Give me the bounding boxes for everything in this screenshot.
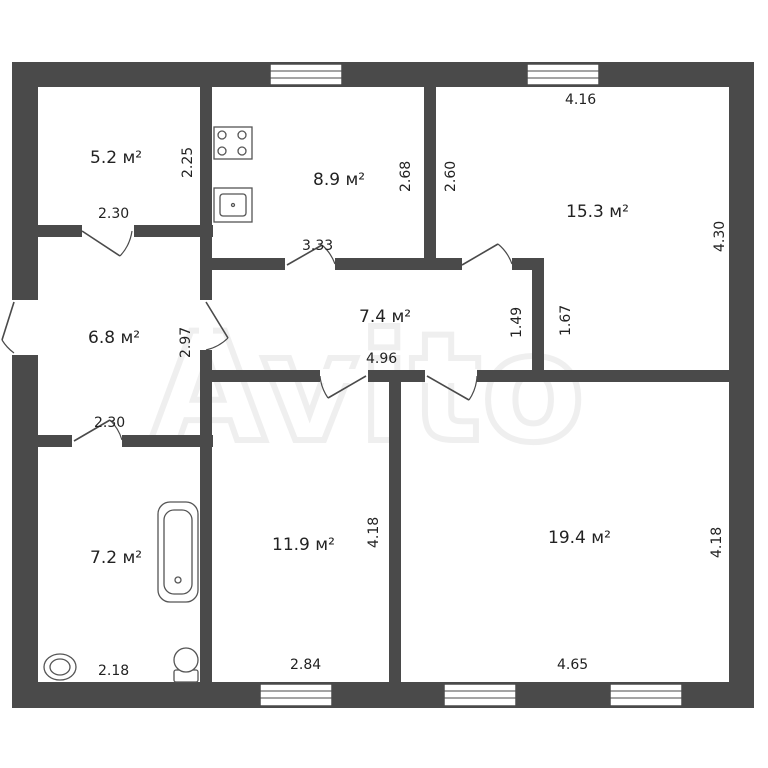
wall-openings bbox=[11, 224, 512, 448]
area-labels: 5.2 м² 8.9 м² 15.3 м² 6.8 м² 7.4 м² 7.2 … bbox=[88, 148, 629, 568]
area-kitchen: 8.9 м² bbox=[313, 170, 365, 190]
door-bedroom-top-right bbox=[461, 243, 513, 266]
sink-icon bbox=[213, 187, 253, 223]
window-top-kitchen bbox=[269, 63, 343, 86]
dim-corridor-side: 1.67 bbox=[558, 305, 574, 336]
window-bottom-living-left bbox=[443, 683, 517, 707]
window-bottom-living-right bbox=[609, 683, 683, 707]
door-entrance bbox=[1, 301, 15, 354]
dim-kitchen-height: 2.68 bbox=[398, 161, 414, 192]
fixtures bbox=[43, 126, 253, 683]
toilet-icon bbox=[173, 647, 199, 683]
dimension-labels: 2.25 2.30 2.68 3.33 4.16 4.30 2.60 2.97 … bbox=[94, 92, 728, 679]
dim-bedroom-height: 4.30 bbox=[712, 221, 728, 252]
dim-bathroom-width: 2.18 bbox=[98, 663, 129, 679]
door-small-room bbox=[81, 230, 133, 257]
dim-bedroom-left: 2.60 bbox=[443, 161, 459, 192]
area-living-room: 19.4 м² bbox=[548, 528, 611, 548]
dim-hall-height: 2.97 bbox=[178, 327, 194, 358]
dim-living-width: 4.65 bbox=[557, 657, 588, 673]
watermark: Avito bbox=[150, 302, 585, 476]
doors bbox=[1, 230, 513, 442]
outer-walls bbox=[12, 62, 754, 708]
door-room-middle bbox=[319, 375, 367, 399]
area-small-room: 5.2 м² bbox=[90, 148, 142, 168]
area-corridor: 7.4 м² bbox=[359, 307, 411, 327]
dim-small-room-width: 2.30 bbox=[98, 206, 129, 222]
door-hall-right bbox=[205, 301, 229, 351]
door-kitchen bbox=[286, 244, 336, 266]
area-bathroom: 7.2 м² bbox=[90, 548, 142, 568]
dim-corridor-right: 1.49 bbox=[509, 307, 525, 338]
windows bbox=[259, 63, 683, 707]
area-hall-small: 6.8 м² bbox=[88, 328, 140, 348]
window-top-bedroom bbox=[526, 63, 600, 86]
dim-corridor-bottom: 4.96 bbox=[366, 351, 397, 367]
bathtub-icon bbox=[157, 501, 199, 603]
dim-living-height: 4.18 bbox=[709, 527, 725, 558]
door-bathroom bbox=[73, 419, 123, 442]
stove-icon bbox=[213, 126, 253, 160]
window-bottom-room-middle bbox=[259, 683, 333, 707]
dim-room-middle-width: 2.84 bbox=[290, 657, 321, 673]
area-room-middle: 11.9 м² bbox=[272, 535, 335, 555]
dim-small-room-height: 2.25 bbox=[180, 147, 196, 178]
dim-room-middle-height: 4.18 bbox=[366, 517, 382, 548]
dim-bedroom-width: 4.16 bbox=[565, 92, 596, 108]
door-living-room bbox=[426, 375, 478, 401]
interior-walls bbox=[38, 87, 742, 683]
area-bedroom-top-right: 15.3 м² bbox=[566, 202, 629, 222]
washbasin-icon bbox=[43, 653, 77, 681]
dim-kitchen-width: 3.33 bbox=[302, 238, 333, 254]
dim-hall-bottom: 2.30 bbox=[94, 415, 125, 431]
